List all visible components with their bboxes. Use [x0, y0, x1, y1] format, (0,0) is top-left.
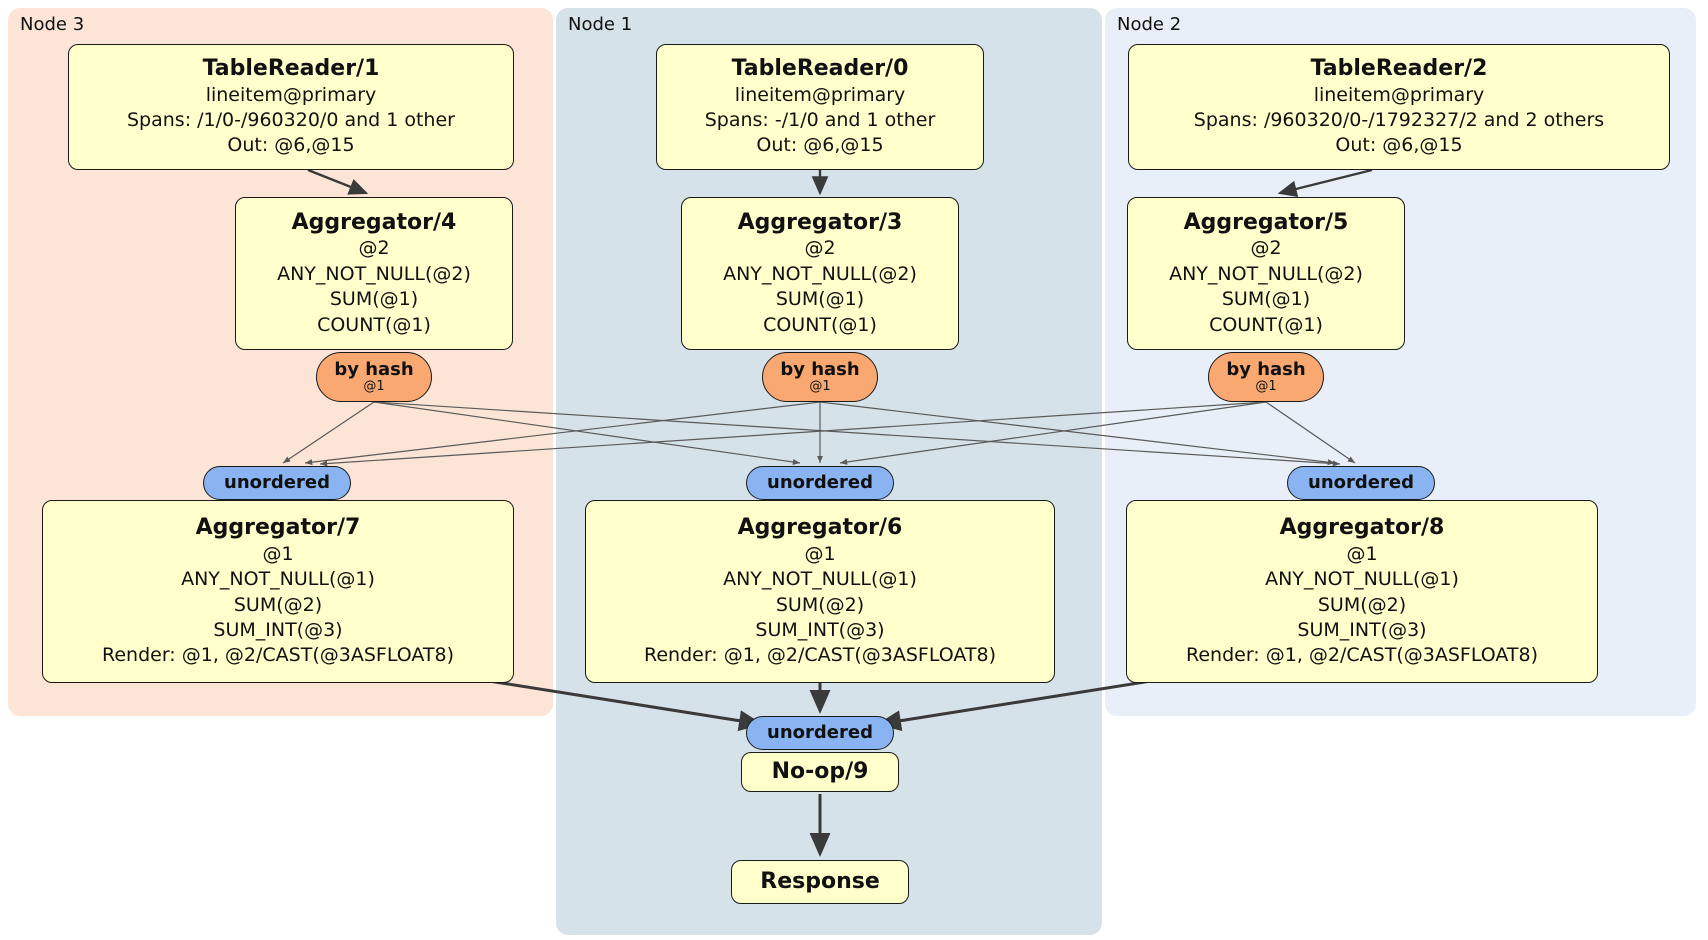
sync-label: unordered	[767, 471, 873, 493]
processor-noop-9: No-op/9	[741, 752, 899, 792]
processor-detail: Out: @6,@15	[227, 134, 355, 157]
router-by-hash-node1: by hash @1	[762, 352, 878, 402]
processor-detail: Out: @6,@15	[756, 134, 884, 157]
processor-aggregator-4: Aggregator/4 @2 ANY_NOT_NULL(@2) SUM(@1)…	[235, 197, 513, 350]
processor-aggregator-8: Aggregator/8 @1 ANY_NOT_NULL(@1) SUM(@2)…	[1126, 500, 1598, 683]
processor-detail: @2	[804, 237, 836, 260]
processor-title: Aggregator/7	[195, 515, 361, 541]
processor-detail: SUM(@1)	[1221, 288, 1311, 311]
node1-label: Node 1	[568, 14, 633, 35]
processor-aggregator-7: Aggregator/7 @1 ANY_NOT_NULL(@1) SUM(@2)…	[42, 500, 514, 683]
processor-detail: SUM_INT(@3)	[755, 618, 885, 641]
processor-detail: @1	[1346, 542, 1378, 565]
processor-detail: Spans: /960320/0-/1792327/2 and 2 others	[1193, 109, 1605, 132]
processor-detail: SUM(@2)	[233, 593, 323, 616]
processor-tablereader-1: TableReader/1 lineitem@primary Spans: /1…	[68, 44, 514, 170]
processor-detail: Render: @1, @2/CAST(@3ASFLOAT8)	[102, 644, 454, 667]
processor-detail: lineitem@primary	[734, 83, 906, 106]
sync-unordered-node3: unordered	[203, 466, 351, 500]
processor-title: Aggregator/3	[737, 209, 903, 235]
processor-detail: ANY_NOT_NULL(@2)	[277, 262, 471, 285]
processor-detail: SUM(@2)	[775, 593, 865, 616]
processor-aggregator-5: Aggregator/5 @2 ANY_NOT_NULL(@2) SUM(@1)…	[1127, 197, 1405, 350]
processor-detail: Render: @1, @2/CAST(@3ASFLOAT8)	[1186, 644, 1538, 667]
sync-label: unordered	[767, 721, 873, 743]
sync-unordered-node2: unordered	[1287, 466, 1435, 500]
processor-detail: @2	[1250, 237, 1282, 260]
processor-title: Aggregator/6	[737, 515, 903, 541]
processor-title: No-op/9	[771, 759, 869, 785]
processor-tablereader-0: TableReader/0 lineitem@primary Spans: -/…	[656, 44, 984, 170]
sync-unordered-final: unordered	[746, 716, 894, 750]
processor-detail: lineitem@primary	[205, 83, 377, 106]
processor-detail: SUM_INT(@3)	[1297, 618, 1427, 641]
processor-detail: Render: @1, @2/CAST(@3ASFLOAT8)	[644, 644, 996, 667]
processor-detail: SUM(@2)	[1317, 593, 1407, 616]
sync-label: unordered	[1308, 471, 1414, 493]
processor-detail: @2	[358, 237, 390, 260]
sync-label: unordered	[224, 471, 330, 493]
processor-aggregator-3: Aggregator/3 @2 ANY_NOT_NULL(@2) SUM(@1)…	[681, 197, 959, 350]
processor-detail: COUNT(@1)	[1209, 313, 1323, 336]
processor-detail: SUM_INT(@3)	[213, 618, 343, 641]
router-key: @1	[363, 379, 385, 395]
processor-title: Aggregator/4	[291, 209, 457, 235]
processor-detail: Spans: /1/0-/960320/0 and 1 other	[127, 109, 455, 132]
router-by-hash-node3: by hash @1	[316, 352, 432, 402]
processor-response: Response	[731, 860, 909, 904]
router-label: by hash	[780, 358, 860, 380]
processor-detail: ANY_NOT_NULL(@1)	[723, 568, 917, 591]
processor-tablereader-2: TableReader/2 lineitem@primary Spans: /9…	[1128, 44, 1670, 170]
processor-detail: COUNT(@1)	[763, 313, 877, 336]
processor-detail: ANY_NOT_NULL(@2)	[723, 262, 917, 285]
router-key: @1	[1255, 379, 1277, 395]
processor-detail: SUM(@1)	[775, 288, 865, 311]
processor-title: Response	[760, 869, 880, 895]
router-key: @1	[809, 379, 831, 395]
processor-detail: ANY_NOT_NULL(@2)	[1169, 262, 1363, 285]
processor-title: Aggregator/5	[1183, 209, 1349, 235]
processor-aggregator-6: Aggregator/6 @1 ANY_NOT_NULL(@1) SUM(@2)…	[585, 500, 1055, 683]
processor-detail: COUNT(@1)	[317, 313, 431, 336]
processor-detail: Out: @6,@15	[1335, 134, 1463, 157]
processor-title: Aggregator/8	[1279, 515, 1445, 541]
router-by-hash-node2: by hash @1	[1208, 352, 1324, 402]
node2-label: Node 2	[1117, 14, 1182, 35]
processor-detail: @1	[262, 542, 294, 565]
processor-title: TableReader/2	[1310, 56, 1488, 82]
processor-detail: lineitem@primary	[1313, 83, 1485, 106]
processor-detail: ANY_NOT_NULL(@1)	[1265, 568, 1459, 591]
processor-detail: Spans: -/1/0 and 1 other	[704, 109, 936, 132]
processor-title: TableReader/1	[202, 56, 380, 82]
processor-title: TableReader/0	[731, 56, 909, 82]
processor-detail: SUM(@1)	[329, 288, 419, 311]
node3-label: Node 3	[20, 14, 85, 35]
sync-unordered-node1: unordered	[746, 466, 894, 500]
processor-detail: ANY_NOT_NULL(@1)	[181, 568, 375, 591]
router-label: by hash	[334, 358, 414, 380]
router-label: by hash	[1226, 358, 1306, 380]
processor-detail: @1	[804, 542, 836, 565]
